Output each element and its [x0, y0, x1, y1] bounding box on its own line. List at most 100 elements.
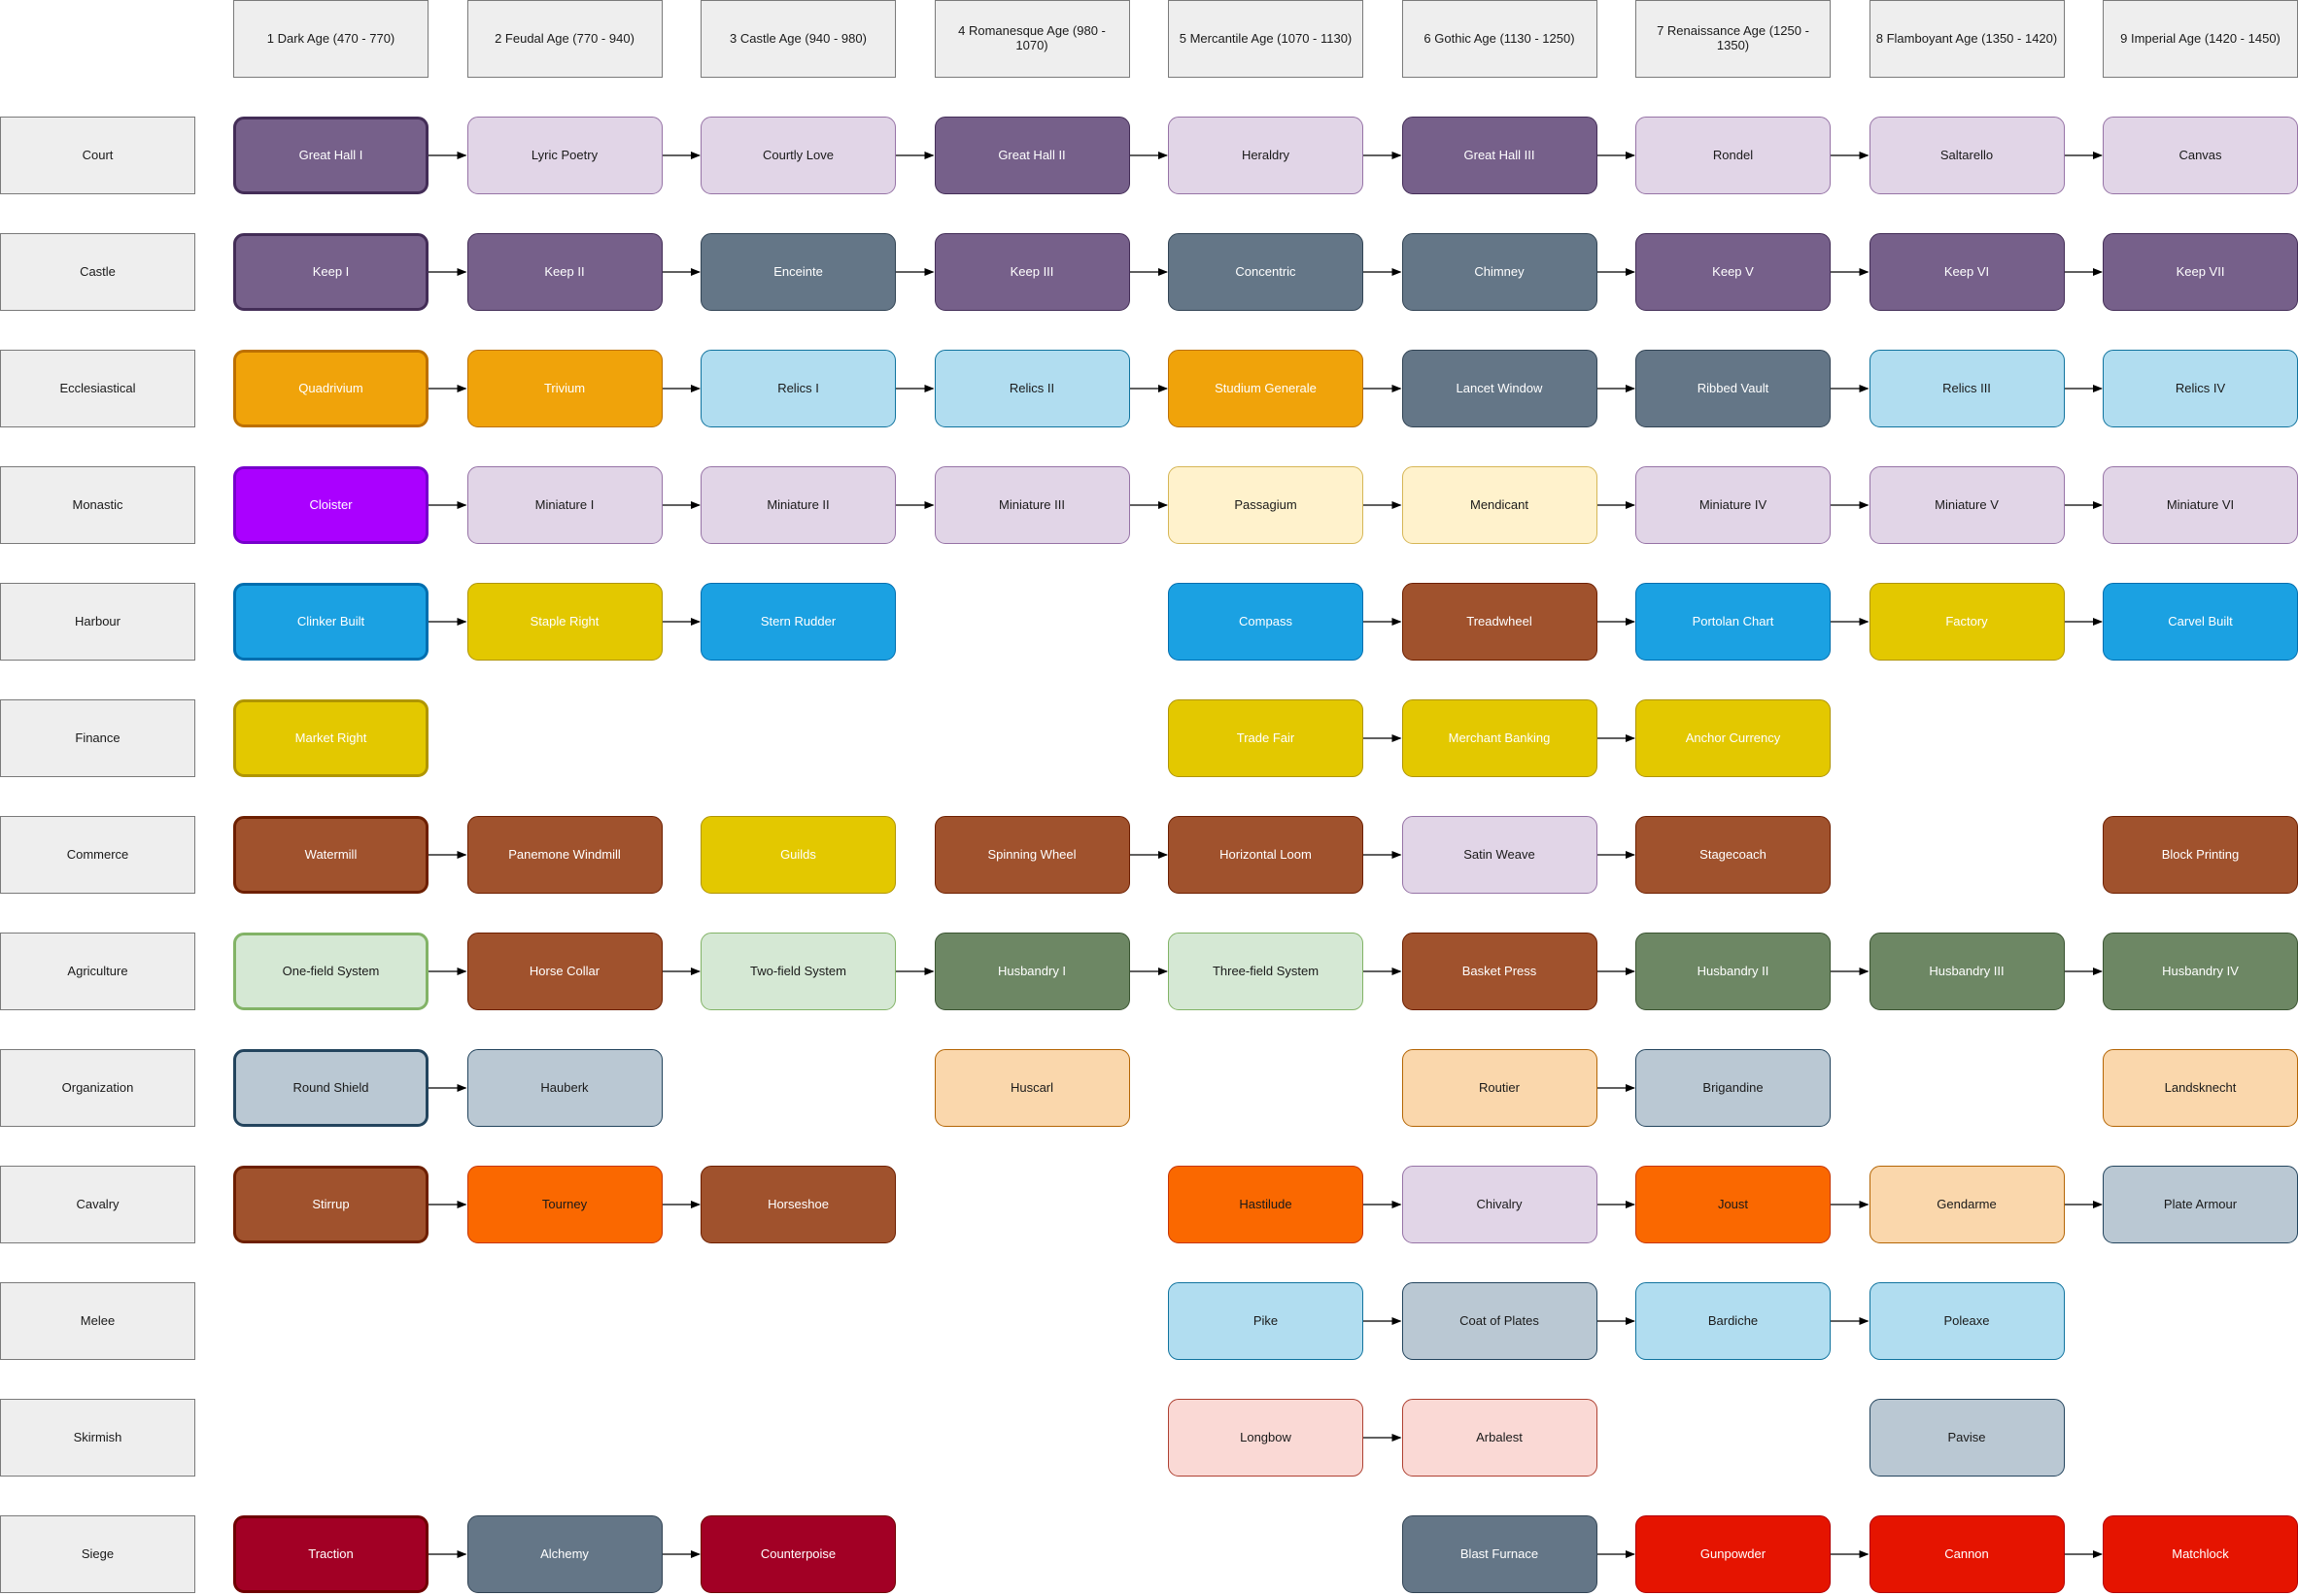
- tech-node-canvas[interactable]: Canvas: [2103, 117, 2298, 194]
- tech-node-huscarl[interactable]: Huscarl: [934, 1049, 1130, 1127]
- tech-node-hauberk[interactable]: Hauberk: [466, 1049, 663, 1127]
- tech-node-husbandry-iii[interactable]: Husbandry III: [1869, 933, 2065, 1010]
- tech-node-clinker-built[interactable]: Clinker Built: [233, 583, 429, 661]
- tech-node-chivalry[interactable]: Chivalry: [1401, 1166, 1597, 1243]
- tech-node-courtly-love[interactable]: Courtly Love: [701, 117, 896, 194]
- tech-node-stern-rudder[interactable]: Stern Rudder: [701, 583, 896, 661]
- tech-node-coat-of-plates[interactable]: Coat of Plates: [1401, 1282, 1597, 1360]
- tech-node-bardiche[interactable]: Bardiche: [1635, 1282, 1831, 1360]
- row-label-monastic: Monastic: [0, 466, 195, 544]
- tech-node-compass[interactable]: Compass: [1168, 583, 1363, 661]
- tech-node-traction[interactable]: Traction: [233, 1515, 429, 1593]
- tech-node-keep-iii[interactable]: Keep III: [934, 233, 1130, 311]
- tech-node-portolan-chart[interactable]: Portolan Chart: [1635, 583, 1831, 661]
- tech-node-miniature-iii[interactable]: Miniature III: [934, 466, 1130, 544]
- tech-node-factory[interactable]: Factory: [1869, 583, 2065, 661]
- tech-node-mendicant[interactable]: Mendicant: [1401, 466, 1597, 544]
- tech-node-arbalest[interactable]: Arbalest: [1401, 1399, 1597, 1477]
- age-header-1: 1 Dark Age (470 - 770): [233, 0, 429, 78]
- tech-node-keep-i[interactable]: Keep I: [233, 233, 429, 311]
- tech-node-longbow[interactable]: Longbow: [1168, 1399, 1363, 1477]
- tech-node-stagecoach[interactable]: Stagecoach: [1635, 816, 1831, 894]
- row-label-commerce: Commerce: [0, 816, 195, 894]
- tech-node-passagium[interactable]: Passagium: [1168, 466, 1363, 544]
- tech-node-blast-furnace[interactable]: Blast Furnace: [1401, 1515, 1597, 1593]
- tech-node-great-hall-ii[interactable]: Great Hall II: [934, 117, 1130, 194]
- tech-node-miniature-iv[interactable]: Miniature IV: [1635, 466, 1831, 544]
- tech-node-one-field-system[interactable]: One-field System: [233, 933, 429, 1010]
- tech-node-great-hall-i[interactable]: Great Hall I: [233, 117, 429, 194]
- tech-node-pike[interactable]: Pike: [1168, 1282, 1363, 1360]
- age-header-7: 7 Renaissance Age (1250 - 1350): [1635, 0, 1831, 78]
- row-label-cavalry: Cavalry: [0, 1166, 195, 1243]
- tech-node-block-printing[interactable]: Block Printing: [2103, 816, 2298, 894]
- tech-node-relics-iii[interactable]: Relics III: [1869, 350, 2065, 427]
- tech-node-gendarme[interactable]: Gendarme: [1869, 1166, 2065, 1243]
- tech-node-panemone-windmill[interactable]: Panemone Windmill: [466, 816, 663, 894]
- tech-node-cloister[interactable]: Cloister: [233, 466, 429, 544]
- tech-node-chimney[interactable]: Chimney: [1401, 233, 1597, 311]
- tech-node-studium-generale[interactable]: Studium Generale: [1168, 350, 1363, 427]
- tech-node-horseshoe[interactable]: Horseshoe: [701, 1166, 896, 1243]
- tech-node-keep-vi[interactable]: Keep VI: [1869, 233, 2065, 311]
- age-header-3: 3 Castle Age (940 - 980): [701, 0, 896, 78]
- tech-node-alchemy[interactable]: Alchemy: [466, 1515, 663, 1593]
- tech-node-enceinte[interactable]: Enceinte: [701, 233, 896, 311]
- tech-node-plate-armour[interactable]: Plate Armour: [2103, 1166, 2298, 1243]
- tech-node-relics-iv[interactable]: Relics IV: [2103, 350, 2298, 427]
- tech-node-ribbed-vault[interactable]: Ribbed Vault: [1635, 350, 1831, 427]
- tech-node-keep-vii[interactable]: Keep VII: [2103, 233, 2298, 311]
- tech-node-satin-weave[interactable]: Satin Weave: [1401, 816, 1597, 894]
- tech-node-staple-right[interactable]: Staple Right: [466, 583, 663, 661]
- tech-node-watermill[interactable]: Watermill: [233, 816, 429, 894]
- row-label-court: Court: [0, 117, 195, 194]
- tech-node-cannon[interactable]: Cannon: [1869, 1515, 2065, 1593]
- tech-node-miniature-vi[interactable]: Miniature VI: [2103, 466, 2298, 544]
- tech-node-keep-v[interactable]: Keep V: [1635, 233, 1831, 311]
- tech-node-two-field-system[interactable]: Two-field System: [701, 933, 896, 1010]
- tech-node-hastilude[interactable]: Hastilude: [1168, 1166, 1363, 1243]
- tech-node-anchor-currency[interactable]: Anchor Currency: [1635, 699, 1831, 777]
- tech-node-counterpoise[interactable]: Counterpoise: [701, 1515, 896, 1593]
- tech-node-great-hall-iii[interactable]: Great Hall III: [1401, 117, 1597, 194]
- tech-node-guilds[interactable]: Guilds: [701, 816, 896, 894]
- tech-node-husbandry-ii[interactable]: Husbandry II: [1635, 933, 1831, 1010]
- tech-node-market-right[interactable]: Market Right: [233, 699, 429, 777]
- tech-node-concentric[interactable]: Concentric: [1168, 233, 1363, 311]
- tech-node-horizontal-loom[interactable]: Horizontal Loom: [1168, 816, 1363, 894]
- tech-node-rondel[interactable]: Rondel: [1635, 117, 1831, 194]
- tech-node-trivium[interactable]: Trivium: [466, 350, 663, 427]
- tech-node-carvel-built[interactable]: Carvel Built: [2103, 583, 2298, 661]
- tech-node-merchant-banking[interactable]: Merchant Banking: [1401, 699, 1597, 777]
- tech-node-three-field-system[interactable]: Three-field System: [1168, 933, 1363, 1010]
- tech-node-horse-collar[interactable]: Horse Collar: [466, 933, 663, 1010]
- tech-node-keep-ii[interactable]: Keep II: [466, 233, 663, 311]
- tech-node-relics-ii[interactable]: Relics II: [934, 350, 1130, 427]
- tech-node-spinning-wheel[interactable]: Spinning Wheel: [934, 816, 1130, 894]
- tech-node-landsknecht[interactable]: Landsknecht: [2103, 1049, 2298, 1127]
- tech-node-lancet-window[interactable]: Lancet Window: [1401, 350, 1597, 427]
- tech-node-treadwheel[interactable]: Treadwheel: [1401, 583, 1597, 661]
- tech-node-husbandry-iv[interactable]: Husbandry IV: [2103, 933, 2298, 1010]
- tech-node-miniature-ii[interactable]: Miniature II: [701, 466, 896, 544]
- tech-node-heraldry[interactable]: Heraldry: [1168, 117, 1363, 194]
- tech-node-poleaxe[interactable]: Poleaxe: [1869, 1282, 2065, 1360]
- tech-node-quadrivium[interactable]: Quadrivium: [233, 350, 429, 427]
- tech-node-trade-fair[interactable]: Trade Fair: [1168, 699, 1363, 777]
- tech-node-basket-press[interactable]: Basket Press: [1401, 933, 1597, 1010]
- tech-node-relics-i[interactable]: Relics I: [701, 350, 896, 427]
- tech-node-pavise[interactable]: Pavise: [1869, 1399, 2065, 1477]
- tech-node-brigandine[interactable]: Brigandine: [1635, 1049, 1831, 1127]
- tech-node-joust[interactable]: Joust: [1635, 1166, 1831, 1243]
- tech-node-tourney[interactable]: Tourney: [466, 1166, 663, 1243]
- tech-node-routier[interactable]: Routier: [1401, 1049, 1597, 1127]
- tech-node-stirrup[interactable]: Stirrup: [233, 1166, 429, 1243]
- tech-node-gunpowder[interactable]: Gunpowder: [1635, 1515, 1831, 1593]
- tech-node-round-shield[interactable]: Round Shield: [233, 1049, 429, 1127]
- tech-node-husbandry-i[interactable]: Husbandry I: [934, 933, 1130, 1010]
- tech-node-miniature-v[interactable]: Miniature V: [1869, 466, 2065, 544]
- tech-node-matchlock[interactable]: Matchlock: [2103, 1515, 2298, 1593]
- tech-node-lyric-poetry[interactable]: Lyric Poetry: [466, 117, 663, 194]
- tech-node-saltarello[interactable]: Saltarello: [1869, 117, 2065, 194]
- tech-node-miniature-i[interactable]: Miniature I: [466, 466, 663, 544]
